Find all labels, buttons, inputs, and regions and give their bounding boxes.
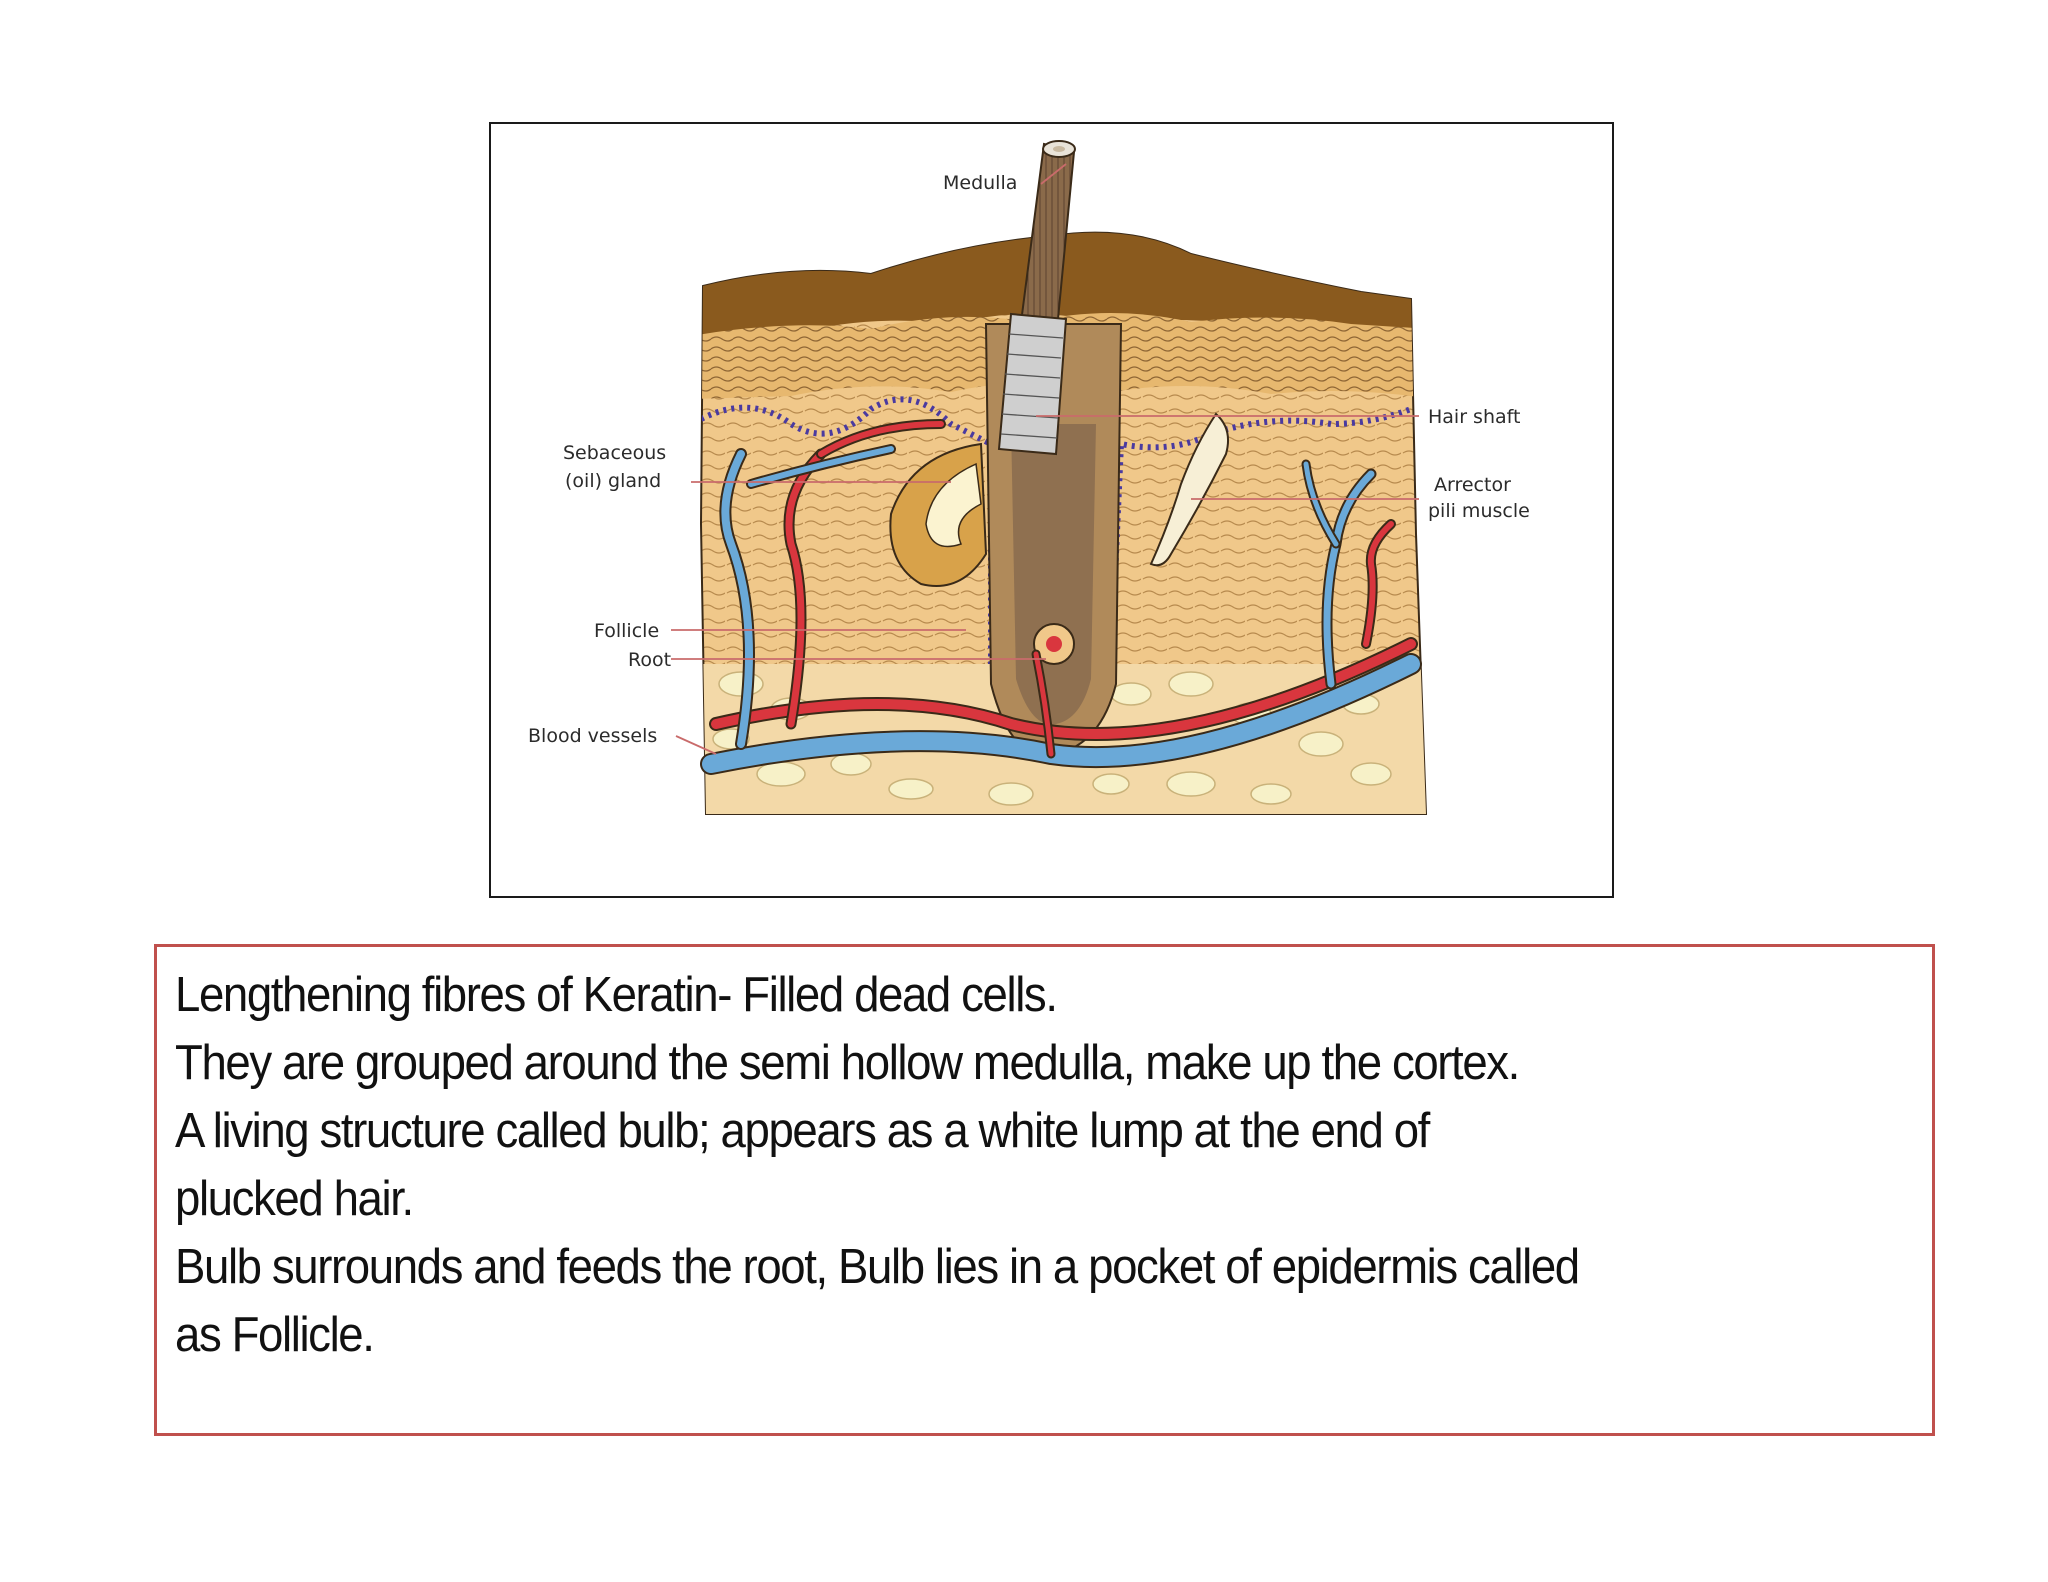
blood-vessels xyxy=(700,419,1422,775)
arrector-label-line2: pili muscle xyxy=(1428,500,1530,522)
hair-follicle-diagram: Medulla Hair shaft Arrector pili muscle … xyxy=(489,122,1614,898)
hair-bulb-root xyxy=(1033,623,1075,665)
follicle-label: Follicle xyxy=(594,620,659,642)
hair-shaft xyxy=(997,140,1076,456)
blood-vessels-label: Blood vessels xyxy=(528,725,657,747)
description-line-5: Bulb surrounds and feeds the root, Bulb … xyxy=(175,1240,1580,1294)
skin-cross-section-illustration: Medulla Hair shaft Arrector pili muscle … xyxy=(528,140,1530,815)
description-line-2: They are grouped around the semi hollow … xyxy=(175,1036,1520,1090)
description-line-1: Lengthening fibres of Keratin- Filled de… xyxy=(175,968,1058,1022)
medulla-label: Medulla xyxy=(943,172,1017,194)
arrector-label-line1: Arrector xyxy=(1434,474,1511,496)
sebaceous-gland xyxy=(889,442,988,587)
hair-shaft-label: Hair shaft xyxy=(1428,406,1520,428)
sebaceous-label-line2: (oil) gland xyxy=(565,470,661,492)
label-leader-lines xyxy=(671,163,1419,755)
description-line-3: A living structure called bulb; appears … xyxy=(175,1104,1430,1158)
description-box: Lengthening fibres of Keratin- Filled de… xyxy=(154,944,1935,1436)
description-line-4: plucked hair. xyxy=(175,1172,414,1226)
sebaceous-label-line1: Sebaceous xyxy=(563,442,666,464)
arrector-pili-muscle xyxy=(1149,412,1229,567)
root-label: Root xyxy=(628,649,671,671)
description-line-6: as Follicle. xyxy=(175,1308,375,1362)
